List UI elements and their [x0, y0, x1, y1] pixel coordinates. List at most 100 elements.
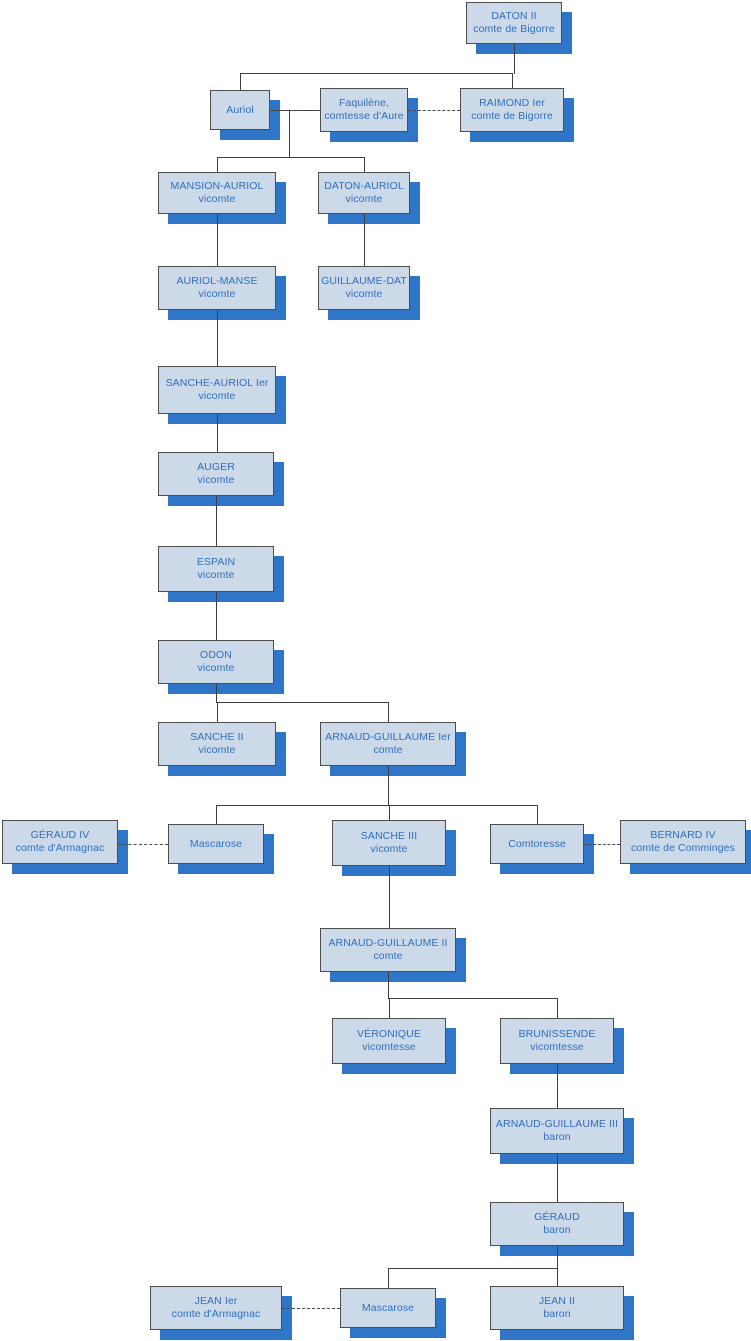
person-title: baron: [543, 1224, 571, 1236]
connector-vertical: [217, 702, 218, 723]
person-title: vicomte: [345, 193, 383, 205]
person-name: JEAN II: [538, 1295, 576, 1307]
person-name: SANCHE II: [190, 731, 244, 743]
person-name: RAIMOND Ier: [479, 97, 545, 109]
connector-vertical: [389, 866, 390, 929]
connector-vertical: [389, 805, 390, 821]
connector-vertical: [216, 592, 217, 641]
marriage-link: [118, 844, 168, 845]
connector-horizontal: [217, 157, 365, 158]
connector-vertical: [217, 310, 218, 367]
connector-vertical: [537, 805, 538, 825]
connector-vertical: [216, 684, 217, 703]
person-title: vicomte: [345, 288, 383, 300]
person-name: ODON: [200, 649, 232, 661]
person-node-mascarose1[interactable]: Mascarose: [168, 824, 264, 864]
person-title: baron: [543, 1308, 571, 1320]
person-name: ARNAUD-GUILLAUME II: [328, 937, 448, 949]
connector-horizontal: [240, 73, 513, 74]
person-node-auriol[interactable]: Auriol: [210, 90, 270, 130]
connector-vertical: [217, 414, 218, 453]
person-title: vicomte: [198, 390, 236, 402]
person-name: SANCHE-AURIOL Ier: [165, 377, 269, 389]
marriage-link: [270, 110, 320, 111]
person-title: vicomte: [197, 474, 235, 486]
connector-vertical: [388, 972, 389, 999]
person-title: comte d'Armagnac: [171, 1308, 261, 1320]
connector-vertical: [388, 766, 389, 806]
connector-vertical: [388, 702, 389, 723]
person-name: AURIOL-MANSE: [176, 275, 258, 287]
connector-vertical: [557, 1268, 558, 1287]
person-name: Mascarose: [189, 837, 243, 850]
connector-vertical: [388, 1268, 389, 1289]
connector-horizontal: [217, 702, 389, 703]
person-name: GÉRAUD: [534, 1211, 580, 1223]
person-title: comte: [373, 950, 403, 962]
person-name: BRUNISSENDE: [518, 1028, 596, 1040]
connector-horizontal: [216, 805, 538, 806]
person-name: JEAN Ier: [194, 1295, 238, 1307]
person-name: BERNARD IV: [650, 829, 716, 841]
person-name: Comtoresse: [508, 837, 566, 850]
person-name: DATON II: [491, 10, 537, 22]
connector-vertical: [216, 805, 217, 825]
person-name: Mascarose: [361, 1301, 415, 1314]
person-title: comte de Bigorre: [471, 110, 553, 122]
connector-vertical: [216, 496, 217, 547]
person-name: ESPAIN: [196, 556, 236, 568]
connector-vertical: [289, 110, 290, 158]
connector-horizontal: [389, 998, 558, 999]
connector-vertical: [557, 998, 558, 1019]
person-title: vicomtesse: [530, 1041, 584, 1053]
person-node-faquilene[interactable]: Faquilène,comtesse d'Aure: [320, 88, 408, 132]
person-title: vicomte: [198, 288, 236, 300]
person-title: vicomtesse: [362, 1041, 416, 1053]
marriage-link: [584, 844, 620, 845]
person-name: DATON-AURIOL: [324, 180, 404, 192]
connector-vertical: [512, 73, 513, 89]
person-name: ARNAUD-GUILLAUME Ier: [325, 731, 451, 743]
connector-vertical: [217, 157, 218, 173]
person-title: comte de Comminges: [631, 842, 735, 854]
person-name: SANCHE III: [360, 830, 418, 842]
connector-vertical: [557, 1064, 558, 1109]
person-name: ARNAUD-GUILLAUME III: [495, 1118, 619, 1130]
person-name: GUILLAUME-DAT: [321, 275, 407, 287]
connector-vertical: [364, 214, 365, 267]
person-title: vicomte: [197, 569, 235, 581]
person-title: comte d'Armagnac: [15, 842, 105, 854]
person-node-mascarose2[interactable]: Mascarose: [340, 1288, 436, 1328]
person-title: vicomte: [370, 843, 408, 855]
person-title: comte: [373, 744, 403, 756]
connector-vertical: [364, 157, 365, 173]
person-name: Faquilène,: [338, 97, 390, 109]
person-node-comtoresse[interactable]: Comtoresse: [490, 824, 584, 864]
person-name: AUGER: [197, 461, 235, 473]
person-title: baron: [543, 1131, 571, 1143]
connector-vertical: [217, 214, 218, 267]
